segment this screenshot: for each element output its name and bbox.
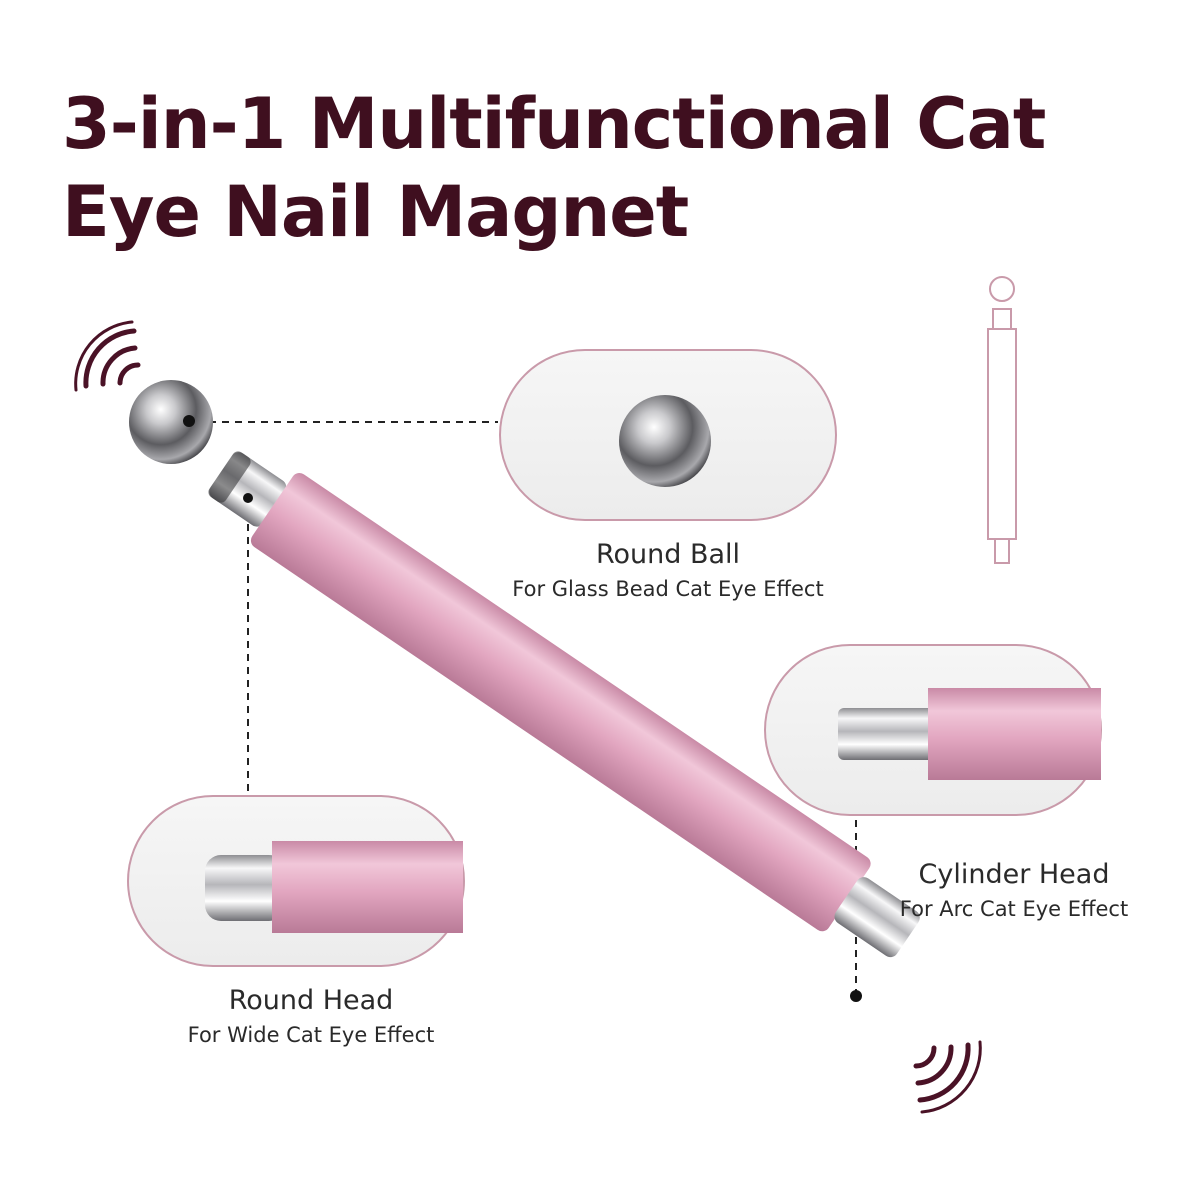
connector-lines xyxy=(196,421,857,996)
title-line-2: Eye Nail Magnet xyxy=(62,171,689,253)
round-head-desc: For Wide Cat Eye Effect xyxy=(187,1023,435,1047)
round-tip xyxy=(205,855,285,921)
pen-tip-bottom xyxy=(834,877,920,958)
cylinder-body xyxy=(928,688,1101,780)
cylinder-head-label: Cylinder Head For Arc Cat Eye Effect xyxy=(848,858,1180,924)
schematic-icon xyxy=(987,276,1017,564)
magnet-pen xyxy=(208,451,920,958)
round-head-name: Round Head xyxy=(228,985,394,1016)
round-ball-desc: For Glass Bead Cat Eye Effect xyxy=(512,577,824,601)
cylinder-tip xyxy=(838,708,938,760)
round-head-label: Round Head For Wide Cat Eye Effect xyxy=(130,984,492,1050)
magnet-wave-icon xyxy=(913,1040,982,1114)
cylinder-head-name: Cylinder Head xyxy=(918,859,1110,890)
page-title: 3-in-1 Multifunctional Cat Eye Nail Magn… xyxy=(62,80,1062,256)
magnet-wave-icon xyxy=(74,320,141,392)
ball-head-icon xyxy=(129,380,213,464)
top-tip-marker xyxy=(243,493,253,503)
round-ball-name: Round Ball xyxy=(595,539,741,570)
ball-closeup xyxy=(619,395,711,487)
cylinder-detail-pill xyxy=(764,644,1102,816)
bottom-tip-marker xyxy=(850,990,862,1002)
round-ball-label: Round Ball For Glass Bead Cat Eye Effect xyxy=(468,538,868,604)
ball-detail-pill xyxy=(499,349,837,521)
round-body xyxy=(272,841,463,933)
pen-body xyxy=(250,472,871,932)
title-line-1: 3-in-1 Multifunctional Cat xyxy=(62,83,1046,165)
round-head-detail-pill xyxy=(127,795,465,967)
cylinder-head-desc: For Arc Cat Eye Effect xyxy=(899,897,1129,921)
